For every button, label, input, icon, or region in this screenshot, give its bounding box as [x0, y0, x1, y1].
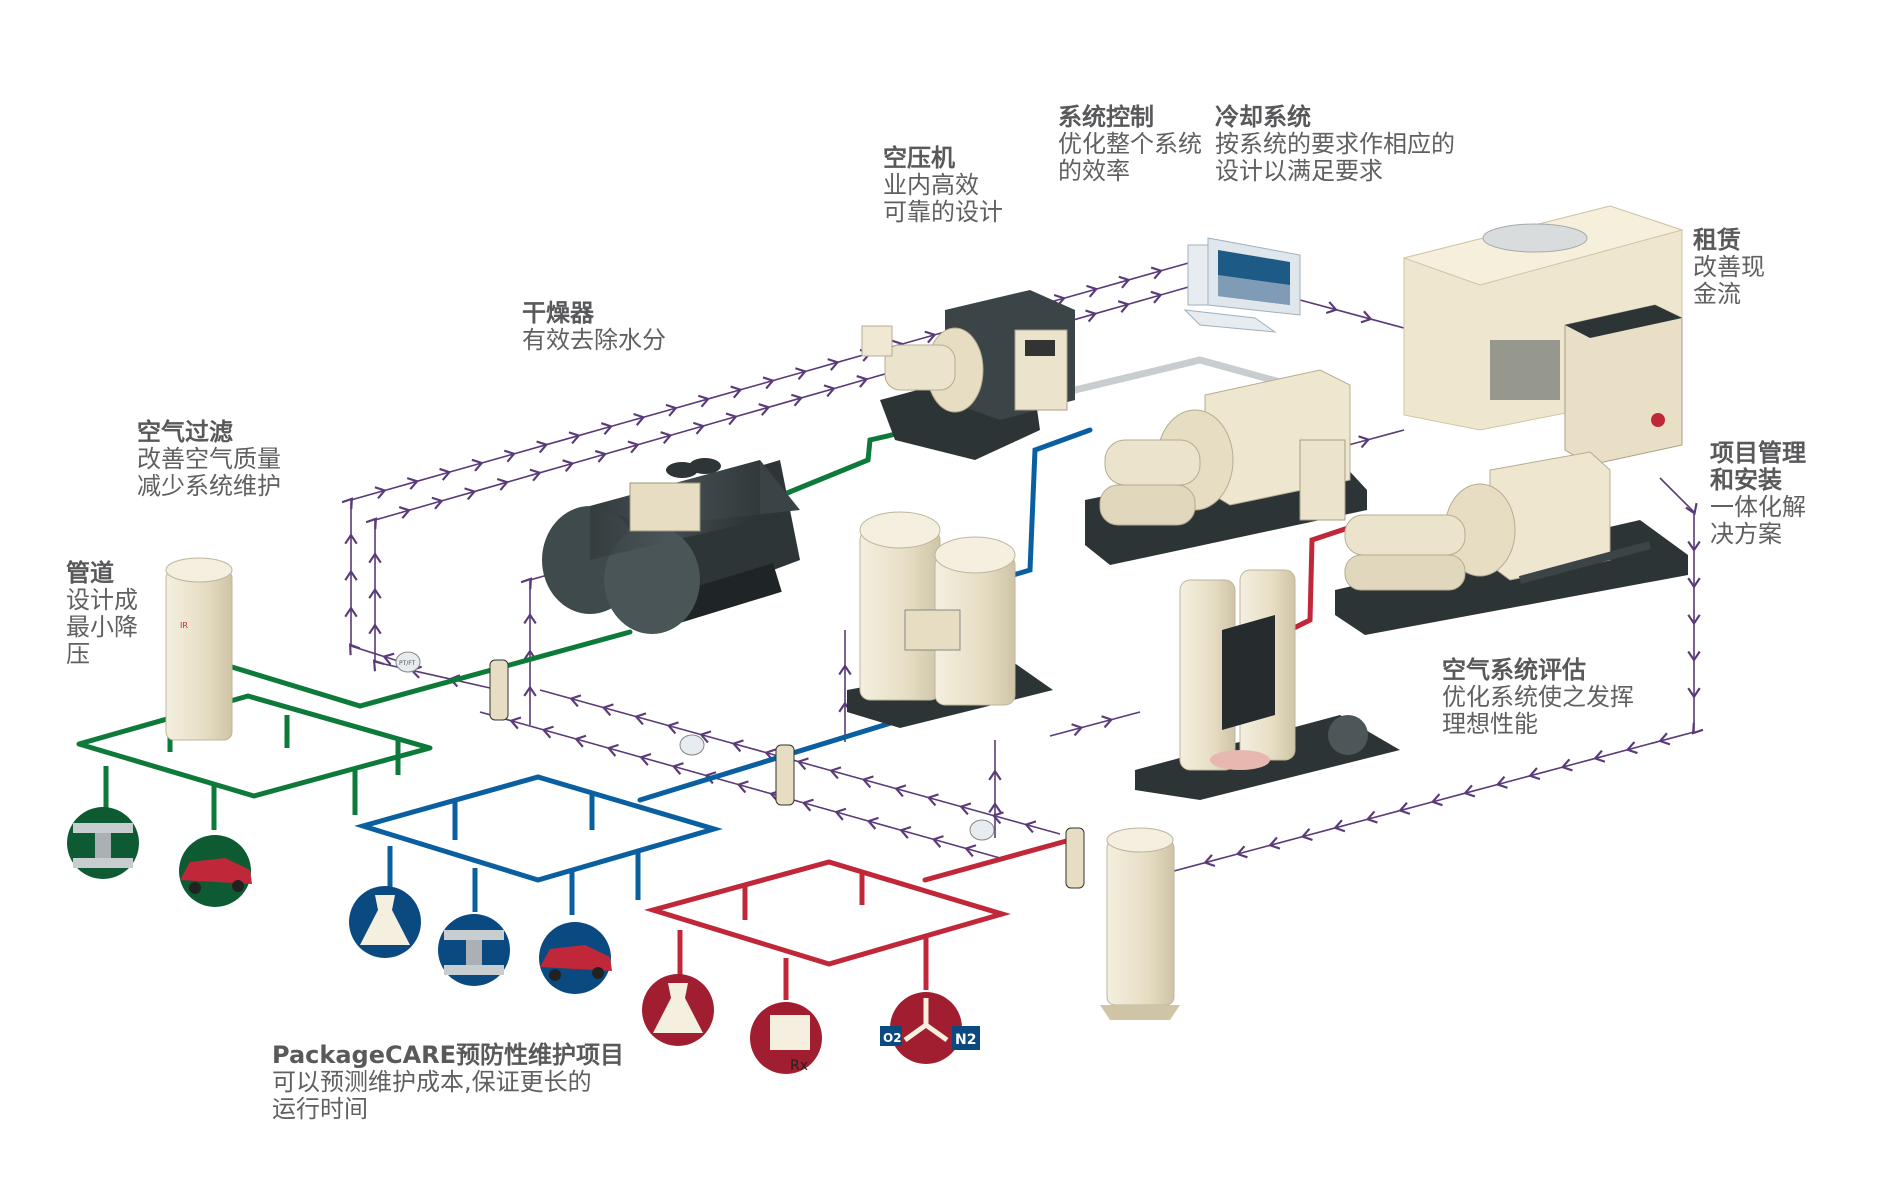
label-system-control: 系统控制 优化整个系统 的效率 — [1058, 104, 1202, 185]
label-compressor: 空压机 业内高效 可靠的设计 — [883, 145, 1003, 226]
label-project-management: 项目管理 和安装 一体化解 决方案 — [1710, 440, 1806, 548]
rx-text: Rx — [790, 1058, 808, 1074]
dryer-unit — [542, 458, 800, 634]
lab-flask-icon — [642, 974, 714, 1046]
label-line: 按系统的要求作相应的 — [1215, 130, 1455, 158]
steel-beam-icon — [67, 807, 139, 879]
label-line: 的效率 — [1058, 157, 1130, 185]
label-title: 管道 — [66, 559, 114, 587]
centrifugal-compressor-right — [1335, 451, 1688, 635]
label-line: 决方案 — [1710, 520, 1782, 548]
label-title: 租赁 — [1693, 226, 1741, 254]
desiccant-dryer-twin-tower — [847, 511, 1053, 728]
label-title: 空压机 — [883, 144, 955, 172]
application-icons: Rx O2 N2 — [67, 807, 980, 1074]
label-dryer: 干燥器 有效去除水分 — [522, 300, 666, 354]
car-icon — [539, 922, 612, 994]
label-title: PackageCARE预防性维护项目 — [272, 1041, 625, 1069]
inline-filters: PT/FT — [395, 651, 1085, 889]
label-line: 改善空气质量 — [137, 445, 281, 473]
green-distribution-loop — [76, 693, 433, 830]
oxygen-text: O2 — [883, 1031, 902, 1045]
label-line: 一体化解 — [1710, 493, 1806, 521]
brand-logo: IR — [180, 621, 188, 630]
heat-of-compression-dryer — [1135, 569, 1400, 800]
green-pipe-tank-to-dryer — [219, 629, 633, 709]
label-title: 空气过滤 — [137, 418, 233, 446]
system-controller-computer — [1183, 237, 1301, 333]
label-rental: 租赁 改善现 金流 — [1693, 227, 1765, 308]
label-title: 和安装 — [1710, 466, 1782, 494]
label-line: 业内高效 — [883, 171, 979, 199]
flow-arrow-line — [1049, 711, 1141, 737]
label-air-audit: 空气系统评估 优化系统使之发挥 理想性能 — [1442, 657, 1634, 738]
label-line: 压 — [66, 640, 90, 668]
label-line: 理想性能 — [1442, 710, 1538, 738]
car-icon — [179, 835, 252, 907]
red-distribution-loop — [644, 859, 1011, 1000]
air-compressor-top — [861, 290, 1075, 460]
flow-arrow-line — [1299, 299, 1405, 329]
label-line: 设计以满足要求 — [1215, 157, 1383, 185]
label-line: 优化系统使之发挥 — [1442, 683, 1634, 711]
label-line: 优化整个系统 — [1058, 130, 1202, 158]
label-line: 改善现 — [1693, 253, 1765, 281]
label-line: 设计成 — [66, 586, 138, 614]
label-piping: 管道 设计成 最小降 压 — [66, 560, 138, 668]
label-line: 可以预测维护成本,保证更长的 — [272, 1068, 592, 1096]
red-pipe-riser — [1287, 521, 1363, 633]
centrifugal-compressor-middle — [1085, 369, 1367, 565]
lab-flask-icon — [349, 886, 421, 958]
label-line: 最小降 — [66, 613, 138, 641]
flow-arrow-line — [539, 689, 1061, 835]
flow-arrow-line — [1173, 477, 1704, 872]
label-line: 金流 — [1693, 280, 1741, 308]
label-cooling: 冷却系统 按系统的要求作相应的 设计以满足要求 — [1215, 104, 1455, 185]
label-packagecare: PackageCARE预防性维护项目 可以预测维护成本,保证更长的 运行时间 — [272, 1042, 624, 1123]
flow-arrow-line — [479, 711, 1001, 859]
label-title: 干燥器 — [522, 299, 594, 327]
label-filtration: 空气过滤 改善空气质量 减少系统维护 — [137, 419, 281, 500]
label-title: 冷却系统 — [1215, 103, 1311, 131]
red-pipe — [922, 837, 1073, 883]
receiver-tank-left: IR — [165, 557, 233, 741]
nitrogen-text: N2 — [955, 1032, 976, 1048]
label-title: 系统控制 — [1058, 103, 1154, 131]
blue-distribution-loop — [354, 774, 723, 915]
rental-compressor-unit — [1564, 304, 1683, 466]
oxygen-nitrogen-icon: O2 N2 — [880, 992, 980, 1064]
label-title: 空气系统评估 — [1442, 656, 1586, 684]
steel-beam-icon — [438, 914, 510, 986]
label-title: 项目管理 — [1710, 439, 1806, 467]
pharmaceutical-icon: Rx — [750, 1002, 822, 1074]
label-line: 减少系统维护 — [137, 472, 281, 500]
label-line: 可靠的设计 — [883, 198, 1003, 226]
label-line: 有效去除水分 — [522, 326, 666, 354]
receiver-tank-right — [1100, 827, 1180, 1020]
label-line: 运行时间 — [272, 1095, 368, 1123]
filter-tag-text: PT/FT — [399, 660, 416, 667]
